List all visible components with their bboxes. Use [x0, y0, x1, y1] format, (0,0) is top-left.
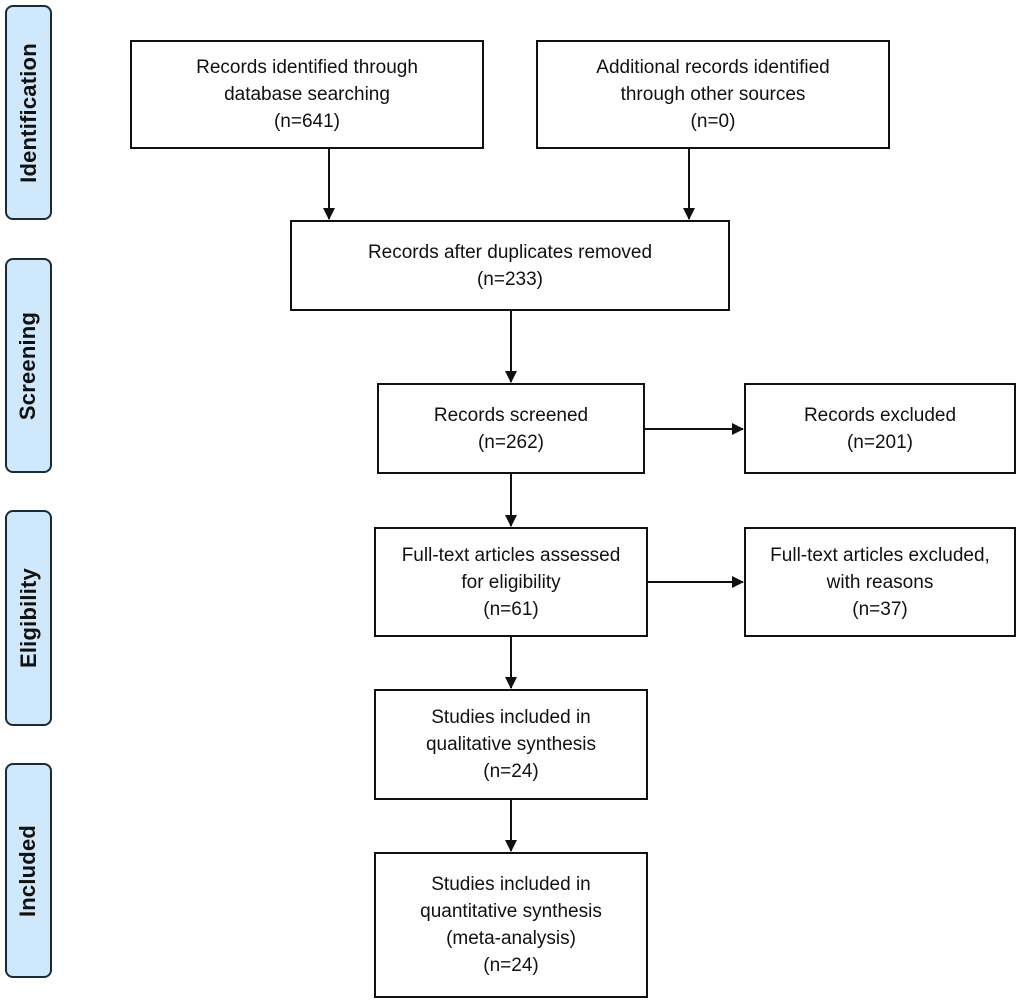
quantitative-synthesis-line1: Studies included in — [431, 874, 591, 895]
quantitative-synthesis-box: Studies included in quantitative synthes… — [374, 852, 648, 998]
qualitative-synthesis-line2: qualitative synthesis — [425, 734, 597, 755]
fulltext-excluded-line1: Full-text articles excluded, — [770, 544, 990, 566]
quantitative-synthesis-line2: quantitative synthesis — [420, 901, 602, 922]
other-sources-line1: Additional records identified — [596, 57, 830, 78]
fulltext-assessed-line1: Full-text articles assessed — [401, 544, 621, 566]
quantitative-synthesis-count: (n=24) — [483, 955, 539, 976]
records-screened-box: Records screened (n=262) — [377, 383, 645, 474]
qualitative-synthesis-line1: Studies included in — [431, 707, 591, 728]
database-records-count: (n=641) — [273, 111, 341, 132]
fulltext-excluded-count: (n=37) — [852, 598, 908, 620]
duplicates-removed-count: (n=233) — [476, 268, 544, 290]
phase-eligibility: Eligibility — [5, 510, 52, 726]
phase-included: Included — [5, 763, 52, 978]
records-screened-line1: Records screened — [433, 404, 589, 426]
records-excluded-box: Records excluded (n=201) — [744, 383, 1016, 474]
phase-identification: Identification — [5, 5, 52, 220]
records-screened-count: (n=262) — [477, 431, 545, 453]
phase-screening: Screening — [5, 258, 52, 473]
records-excluded-count: (n=201) — [846, 431, 914, 453]
fulltext-assessed-box: Full-text articles assessed for eligibil… — [374, 527, 648, 637]
duplicates-removed-box: Records after duplicates removed (n=233) — [290, 220, 730, 311]
fulltext-assessed-line2: for eligibility — [461, 571, 561, 593]
fulltext-excluded-line2: with reasons — [826, 571, 934, 593]
duplicates-removed-line1: Records after duplicates removed — [367, 241, 653, 263]
qualitative-synthesis-count: (n=24) — [483, 761, 539, 782]
other-sources-box: Additional records identified through ot… — [536, 40, 890, 149]
records-excluded-line1: Records excluded — [803, 404, 957, 426]
other-sources-line2: through other sources — [620, 84, 806, 105]
database-records-line2: database searching — [224, 84, 390, 105]
quantitative-synthesis-line3: (meta-analysis) — [446, 928, 576, 949]
database-records-box: Records identified through database sear… — [130, 40, 484, 149]
other-sources-count: (n=0) — [690, 111, 736, 132]
fulltext-excluded-box: Full-text articles excluded, with reason… — [744, 527, 1016, 637]
fulltext-assessed-count: (n=61) — [483, 598, 539, 620]
qualitative-synthesis-box: Studies included in qualitative synthesi… — [374, 689, 648, 800]
database-records-line1: Records identified through — [196, 57, 418, 78]
